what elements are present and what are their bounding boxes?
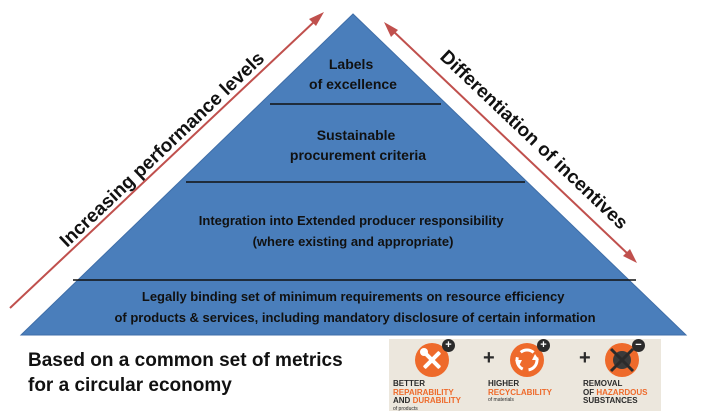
right-arrow-head-bottom [623,249,637,263]
tier-3-line-2: (where existing and appropriate) [253,234,454,249]
right-arrow-shaft [391,29,630,256]
tier-3-line-1: Integration into Extended producer respo… [199,213,505,228]
plus-sign-icon: + [537,339,550,352]
metrics-caption: Based on a common set of metrics for a c… [28,348,343,398]
tier-3-label: Integration into Extended producer respo… [199,213,507,249]
plus-icon: + [579,347,591,369]
badge-repairability: + BETTER REPAIRABILITY AND DURABILITY of… [391,339,471,412]
badge-line: AND DURABILITY [393,396,462,406]
tier-4-line-2: of products & services, including mandat… [114,310,595,325]
minus-sign-icon: − [632,339,645,352]
left-arrow-shaft [9,19,317,309]
badge-line: HIGHER [488,379,520,388]
badge-line: of materials [488,397,514,403]
plus-icon: + [483,347,495,369]
pyramid-shape [19,13,688,336]
tier-4-label: Legally binding set of minimum requireme… [114,289,595,325]
circularity-badges: + BETTER REPAIRABILITY AND DURABILITY of… [389,339,661,412]
right-arrow-head-top [384,22,398,37]
hazard-crossed-icon: − [605,339,645,377]
badge-line: OF HAZARDOUS [583,387,648,398]
badge-line-part: HAZARDOUS [596,387,648,397]
recycle-icon: + [510,339,550,377]
badge-line: SUBSTANCES [583,396,638,405]
tier-2-line-2: procurement criteria [290,147,426,163]
plus-sign-icon: + [442,339,455,352]
tier-1-label: Labels of excellence [309,56,397,92]
badge-line: of products [393,405,418,412]
badge-line: REMOVAL [583,379,623,388]
badge-line: REPAIRABILITY [393,387,454,397]
badge-recyclability: + HIGHER RECYCLABILITY of materials [486,339,566,411]
left-arrow-head [309,12,324,26]
tier-2-label: Sustainable procurement criteria [290,127,426,163]
badge-line-part: OF [583,387,597,397]
badge-line-part: AND [393,396,413,405]
badge-text: BETTER REPAIRABILITY AND DURABILITY of p… [393,379,462,412]
tier-1-line-1: Labels [329,56,374,72]
badge-line: BETTER [393,379,425,388]
tier-1-line-2: of excellence [309,76,397,92]
badge-text: REMOVAL OF HAZARDOUS SUBSTANCES [583,379,648,406]
caption-line-1: Based on a common set of metrics [28,350,343,371]
tier-4-line-1: Legally binding set of minimum requireme… [142,289,565,304]
badge-line: RECYCLABILITY [488,387,552,397]
badge-hazardous: − REMOVAL OF HAZARDOUS SUBSTANCES [581,339,661,411]
badge-text: HIGHER RECYCLABILITY of materials [488,379,552,403]
tier-2-line-1: Sustainable [317,127,396,143]
badge-line-part: DURABILITY [412,396,462,405]
tools-icon: + [415,339,455,377]
caption-line-2: for a circular economy [28,375,232,396]
